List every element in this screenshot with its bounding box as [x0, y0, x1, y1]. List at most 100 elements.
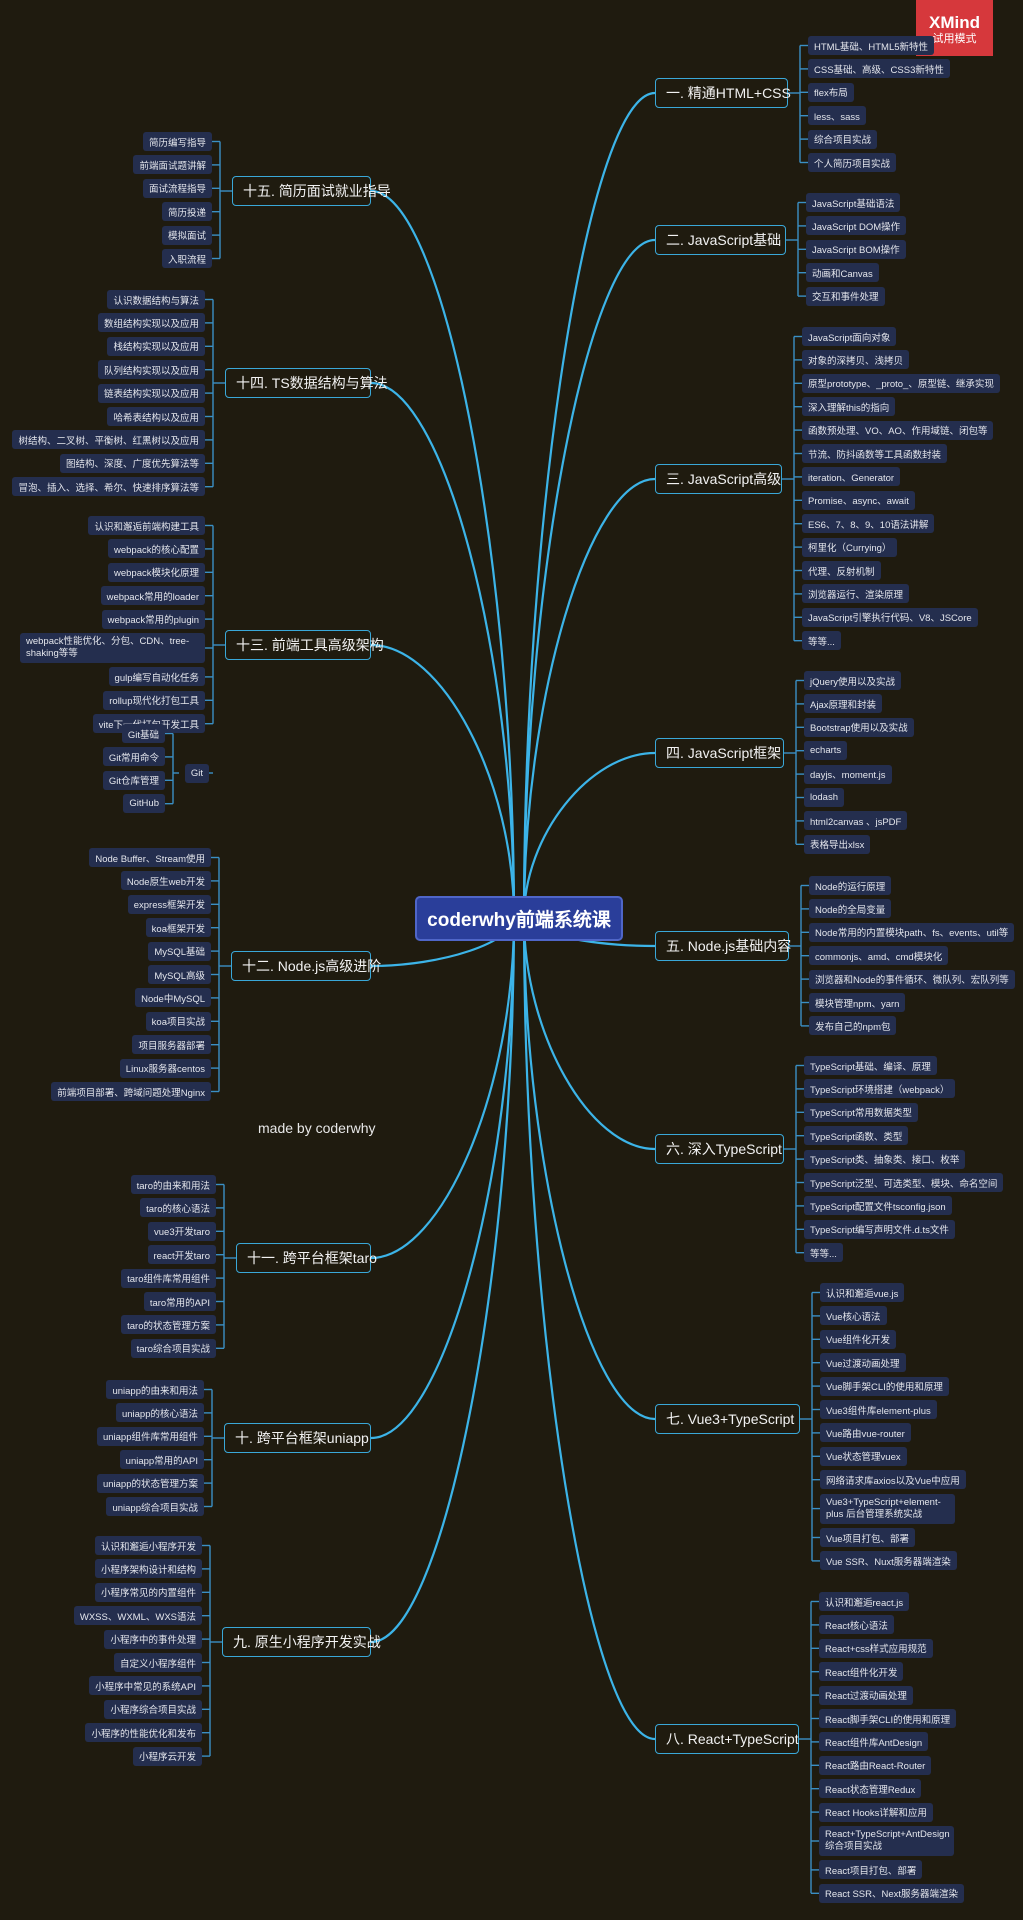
- b13-item[interactable]: webpack性能优化、分包、CDN、tree-shaking等等: [20, 633, 205, 663]
- b9-item[interactable]: 小程序常见的内置组件: [94, 1582, 202, 1602]
- b15-item[interactable]: 模拟面试: [161, 225, 212, 245]
- b8-item[interactable]: React脚手架CLI的使用和原理: [819, 1709, 957, 1728]
- b3-item[interactable]: iteration、Generator: [802, 467, 901, 487]
- branch-b10[interactable]: 十. 跨平台框架uniapp: [224, 1423, 371, 1453]
- b6-item[interactable]: 等等...: [804, 1243, 843, 1263]
- b1-item[interactable]: 综合项目实战: [808, 129, 878, 149]
- branch-b1[interactable]: 一. 精通HTML+CSS: [655, 78, 791, 108]
- b6-item[interactable]: TypeScript编写声明文件.d.ts文件: [804, 1219, 955, 1239]
- b13-item[interactable]: gulp编写自动化任务: [108, 667, 205, 687]
- b3-item[interactable]: 对象的深拷贝、浅拷贝: [802, 350, 910, 370]
- b9-item[interactable]: 小程序的性能优化和发布: [85, 1723, 202, 1743]
- b12-item[interactable]: Node Buffer、Stream使用: [89, 848, 211, 867]
- b3-item[interactable]: 函数预处理、VO、AO、作用域链、闭包等: [802, 420, 994, 440]
- b6-item[interactable]: TypeScript函数、类型: [804, 1126, 909, 1146]
- branch-b15[interactable]: 十五. 简历面试就业指导: [232, 176, 391, 206]
- b11-item[interactable]: taro的由来和用法: [130, 1175, 216, 1194]
- b4-item[interactable]: echarts: [804, 741, 848, 761]
- git-item[interactable]: Git基础: [121, 724, 165, 743]
- branch-b4[interactable]: 四. JavaScript框架: [655, 738, 784, 768]
- b12-item[interactable]: koa框架开发: [145, 918, 211, 938]
- git-item[interactable]: GitHub: [123, 794, 165, 814]
- b10-item[interactable]: uniapp的状态管理方案: [96, 1473, 204, 1493]
- branch-b2[interactable]: 二. JavaScript基础: [655, 225, 786, 255]
- b3-item[interactable]: ES6、7、8、9、10语法讲解: [802, 514, 935, 534]
- b9-item[interactable]: 小程序综合项目实战: [104, 1699, 202, 1719]
- branch-b14[interactable]: 十四. TS数据结构与算法: [225, 368, 388, 398]
- b15-item[interactable]: 入职流程: [161, 249, 212, 268]
- b1-item[interactable]: flex布局: [808, 82, 854, 102]
- b7-item[interactable]: Vue脚手架CLI的使用和原理: [820, 1376, 949, 1396]
- b14-item[interactable]: 哈希表结构以及应用: [107, 407, 205, 426]
- b14-item[interactable]: 树结构、二叉树、平衡树、红黑树以及应用: [12, 430, 205, 450]
- b1-item[interactable]: HTML基础、HTML5新特性: [808, 36, 935, 55]
- b3-item[interactable]: 节流、防抖函数等工具函数封装: [802, 444, 948, 463]
- b8-item[interactable]: React状态管理Redux: [819, 1779, 922, 1799]
- b7-item[interactable]: Vue过渡动画处理: [820, 1353, 906, 1373]
- b1-item[interactable]: less、sass: [808, 106, 866, 126]
- b11-item[interactable]: taro的核心语法: [140, 1198, 216, 1218]
- b7-item[interactable]: Vue组件化开发: [820, 1329, 897, 1349]
- b4-item[interactable]: 表格导出xlsx: [804, 834, 871, 854]
- b13-item[interactable]: webpack常用的loader: [100, 586, 205, 606]
- git-item[interactable]: Git仓库管理: [102, 770, 165, 790]
- b13-item[interactable]: webpack模块化原理: [108, 562, 205, 582]
- branch-b11[interactable]: 十一. 跨平台框架taro: [236, 1243, 377, 1273]
- b7-item[interactable]: Vue3+TypeScript+element-plus 后台管理系统实战: [820, 1493, 955, 1524]
- branch-b8[interactable]: 八. React+TypeScript: [655, 1724, 799, 1754]
- b10-item[interactable]: uniapp组件库常用组件: [96, 1426, 204, 1446]
- b11-item[interactable]: taro的状态管理方案: [121, 1315, 216, 1335]
- b12-item[interactable]: express框架开发: [127, 894, 211, 914]
- b12-item[interactable]: MySQL高级: [148, 965, 211, 984]
- b14-item[interactable]: 图结构、深度、广度优先算法等: [59, 453, 205, 473]
- branch-b3[interactable]: 三. JavaScript高级: [655, 464, 782, 494]
- b4-item[interactable]: Bootstrap使用以及实战: [804, 717, 914, 737]
- b11-item[interactable]: taro综合项目实战: [130, 1338, 216, 1358]
- b3-item[interactable]: Promise、async、await: [802, 490, 915, 510]
- b12-item[interactable]: 项目服务器部署: [132, 1035, 211, 1055]
- b2-item[interactable]: JavaScript基础语法: [806, 193, 901, 212]
- b12-item[interactable]: Node原生web开发: [120, 871, 211, 891]
- b5-item[interactable]: Node常用的内置模块path、fs、events、util等: [809, 922, 1015, 942]
- b5-item[interactable]: Node的全局变量: [809, 899, 892, 919]
- b14-item[interactable]: 数组结构实现以及应用: [97, 313, 205, 333]
- branch-b12[interactable]: 十二. Node.js高级进阶: [231, 951, 381, 981]
- b13-item[interactable]: webpack的核心配置: [108, 539, 205, 559]
- b5-item[interactable]: 浏览器和Node的事件循环、微队列、宏队列等: [809, 969, 1015, 989]
- b15-item[interactable]: 简历编写指导: [142, 132, 212, 151]
- b8-item[interactable]: React过渡动画处理: [819, 1685, 913, 1705]
- b14-item[interactable]: 冒泡、插入、选择、希尔、快速排序算法等: [12, 477, 205, 497]
- b12-item[interactable]: MySQL基础: [148, 941, 211, 961]
- b3-item[interactable]: 深入理解this的指向: [802, 397, 896, 417]
- b4-item[interactable]: dayjs、moment.js: [804, 764, 892, 784]
- git-subtopic[interactable]: Git: [184, 764, 209, 783]
- b7-item[interactable]: Vue路由vue-router: [820, 1423, 911, 1443]
- b12-item[interactable]: Linux服务器centos: [119, 1058, 211, 1078]
- b7-item[interactable]: 认识和邂逅vue.js: [820, 1283, 905, 1302]
- b13-item[interactable]: webpack常用的plugin: [101, 609, 205, 629]
- b3-item[interactable]: JavaScript面向对象: [802, 327, 897, 346]
- b7-item[interactable]: Vue3组件库element-plus: [820, 1400, 937, 1419]
- b9-item[interactable]: WXSS、WXML、WXS语法: [73, 1606, 202, 1626]
- b2-item[interactable]: 动画和Canvas: [806, 263, 879, 283]
- branch-b5[interactable]: 五. Node.js基础内容: [655, 931, 791, 961]
- b9-item[interactable]: 小程序中的事件处理: [104, 1629, 202, 1649]
- b6-item[interactable]: TypeScript配置文件tsconfig.json: [804, 1196, 952, 1216]
- b7-item[interactable]: Vue SSR、Nuxt服务器端渲染: [820, 1551, 957, 1571]
- b14-item[interactable]: 链表结构实现以及应用: [97, 383, 205, 403]
- b14-item[interactable]: 队列结构实现以及应用: [97, 360, 205, 380]
- b14-item[interactable]: 栈结构实现以及应用: [107, 336, 205, 356]
- b9-item[interactable]: 小程序架构设计和结构: [94, 1559, 202, 1579]
- b11-item[interactable]: vue3开发taro: [148, 1221, 216, 1241]
- b4-item[interactable]: jQuery使用以及实战: [804, 671, 901, 690]
- b15-item[interactable]: 面试流程指导: [142, 178, 212, 198]
- b11-item[interactable]: taro组件库常用组件: [121, 1268, 216, 1288]
- b7-item[interactable]: Vue项目打包、部署: [820, 1528, 916, 1547]
- branch-b9[interactable]: 九. 原生小程序开发实战: [222, 1627, 381, 1657]
- b8-item[interactable]: React Hooks详解和应用: [819, 1802, 933, 1822]
- branch-b6[interactable]: 六. 深入TypeScript: [655, 1134, 784, 1164]
- b7-item[interactable]: 网络请求库axios以及Vue中应用: [820, 1470, 966, 1490]
- central-topic[interactable]: coderwhy前端系统课: [415, 896, 623, 941]
- b8-item[interactable]: React组件化开发: [819, 1662, 904, 1682]
- b12-item[interactable]: 前端项目部署、跨域问题处理Nginx: [51, 1082, 211, 1101]
